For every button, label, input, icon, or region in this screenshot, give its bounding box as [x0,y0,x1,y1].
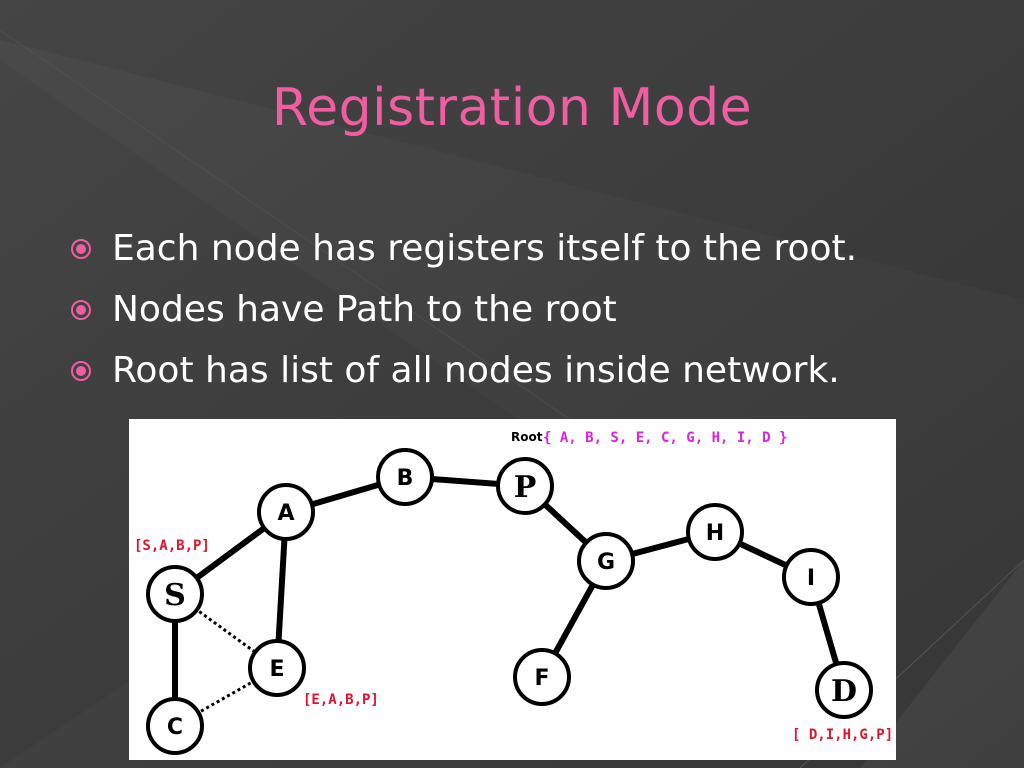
radio-bullet-icon [70,360,112,382]
node-p: P [496,457,554,515]
node-c: C [146,697,204,755]
node-label: C [167,715,183,740]
bullet-item: Nodes have Path to the root [70,279,1010,340]
slide-title: Registration Mode [271,78,753,138]
node-label: H [706,521,724,546]
node-label: A [277,501,294,526]
bullet-text: Each node has registers itself to the ro… [112,228,858,269]
node-label: P [514,470,537,505]
node-f: F [513,648,571,706]
bullet-list: Each node has registers itself to the ro… [70,218,1010,401]
node-d: D [815,661,873,719]
node-label: F [534,666,549,691]
node-label: D [831,674,857,709]
path-label-s: [S,A,B,P] [134,538,210,554]
path-label-d: [ D,I,H,G,P] [792,727,893,743]
node-label: G [597,550,615,575]
bullet-item: Each node has registers itself to the ro… [70,218,1010,279]
node-g: G [577,532,635,590]
node-label: E [269,657,284,682]
node-s: S [146,565,204,623]
bullet-item: Root has list of all nodes inside networ… [70,340,1010,401]
node-h: H [686,503,744,561]
radio-bullet-icon [70,299,112,321]
radio-bullet-icon [70,238,112,260]
root-word-label: Root [511,430,543,444]
node-e: E [248,639,306,697]
bullet-text: Root has list of all nodes inside networ… [112,350,840,391]
node-a: A [257,483,315,541]
node-b: B [376,448,434,506]
node-i: I [782,548,840,606]
root-node-list: { A, B, S, E, C, G, H, I, D } [543,430,787,446]
node-label: I [807,566,815,591]
node-label: S [164,578,186,613]
bullet-text: Nodes have Path to the root [112,289,617,330]
node-label: B [397,466,414,491]
network-diagram: A B P G H I S E [129,419,896,760]
path-label-e: [E,A,B,P] [303,692,379,708]
